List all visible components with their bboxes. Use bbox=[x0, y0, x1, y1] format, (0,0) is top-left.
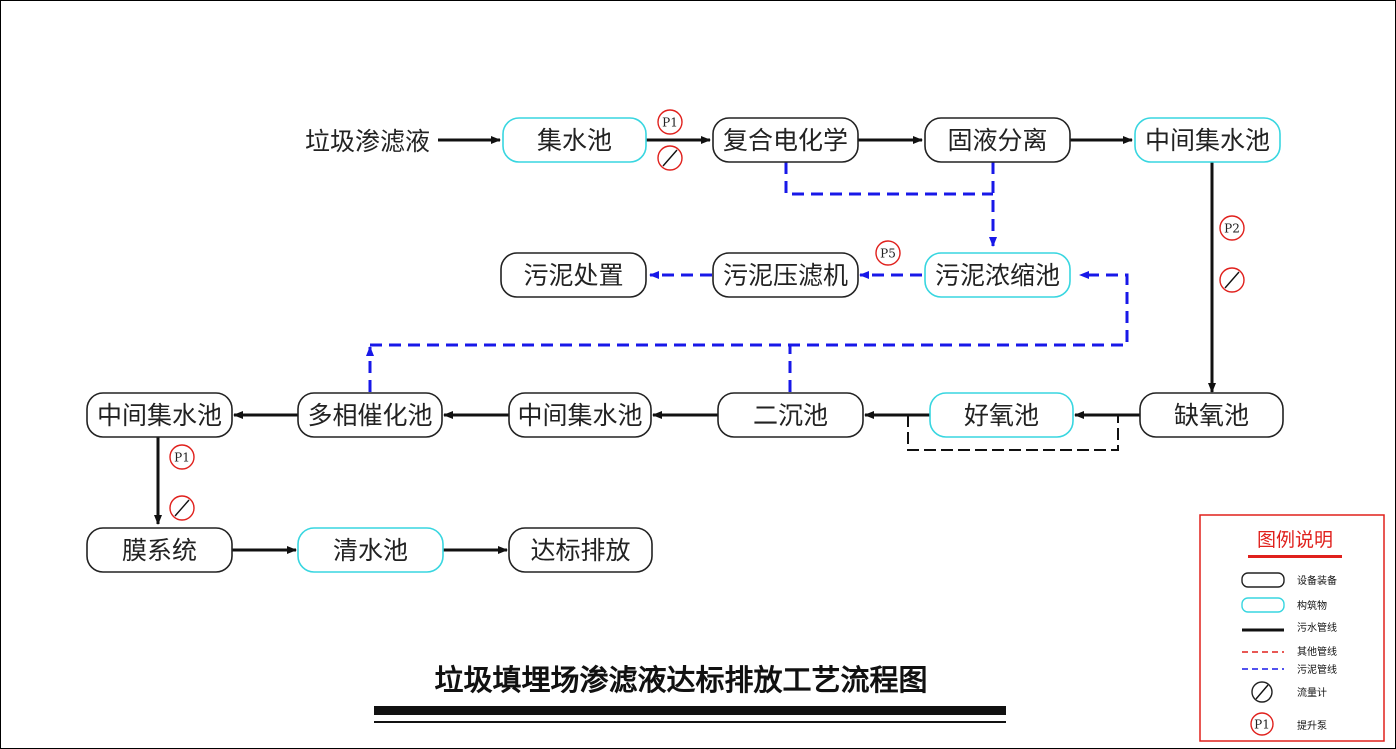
svg-text:污泥浓缩池: 污泥浓缩池 bbox=[935, 261, 1060, 290]
legend-item-other-line: 其他管线 bbox=[1242, 645, 1337, 658]
svg-text:设备装备: 设备装备 bbox=[1297, 574, 1337, 587]
svg-text:污水管线: 污水管线 bbox=[1297, 621, 1337, 634]
pump-p2: P2 bbox=[1219, 215, 1245, 241]
node-sludge-disposal: 污泥处置 bbox=[500, 252, 647, 298]
node-intermediate-tank-2: 中间集水池 bbox=[508, 392, 652, 438]
legend-item-structure: 构筑物 bbox=[1241, 597, 1327, 613]
pump-p1-left: P1 bbox=[169, 444, 195, 470]
title-underline-thin bbox=[374, 721, 1006, 723]
flowmeter-icon bbox=[657, 145, 683, 171]
svg-text:集水池: 集水池 bbox=[537, 126, 612, 155]
node-solid-liquid-separation: 固液分离 bbox=[924, 117, 1071, 163]
node-collect-tank: 集水池 bbox=[502, 117, 647, 163]
svg-text:污泥管线: 污泥管线 bbox=[1297, 663, 1337, 676]
aerobic-recirculation-line bbox=[907, 415, 1119, 451]
source-label: 垃圾渗滤液 bbox=[305, 127, 430, 156]
legend-item-equipment: 设备装备 bbox=[1241, 572, 1337, 588]
svg-text:构筑物: 构筑物 bbox=[1297, 599, 1327, 612]
flowmeter-icon bbox=[1219, 267, 1245, 293]
svg-text:固液分离: 固液分离 bbox=[947, 126, 1047, 155]
node-membrane-system: 膜系统 bbox=[86, 527, 233, 573]
sludge-electrochem-line bbox=[784, 162, 993, 196]
legend-item-pump: P1 提升泵 bbox=[1250, 712, 1327, 736]
svg-text:缺氧池: 缺氧池 bbox=[1174, 401, 1249, 430]
svg-text:中间集水池: 中间集水池 bbox=[1145, 126, 1270, 155]
svg-text:达标排放: 达标排放 bbox=[530, 536, 630, 565]
legend-title: 图例说明 bbox=[1257, 529, 1333, 551]
svg-text:P1: P1 bbox=[1254, 718, 1270, 732]
svg-text:P1: P1 bbox=[174, 451, 190, 465]
legend-item-sludge-line: 污泥管线 bbox=[1242, 663, 1337, 676]
node-intermediate-tank-3: 中间集水池 bbox=[86, 392, 233, 438]
node-sludge-filter-press: 污泥压滤机 bbox=[712, 252, 859, 298]
node-electrochemical: 复合电化学 bbox=[712, 117, 859, 163]
svg-text:复合电化学: 复合电化学 bbox=[723, 126, 848, 155]
legend-title-underline bbox=[1248, 555, 1342, 558]
svg-text:P5: P5 bbox=[880, 247, 896, 261]
node-aerobic-tank: 好氧池 bbox=[929, 392, 1074, 438]
node-compliant-discharge: 达标排放 bbox=[508, 527, 653, 573]
pump-p1-top: P1 bbox=[657, 109, 683, 135]
svg-text:污泥压滤机: 污泥压滤机 bbox=[723, 261, 848, 290]
svg-text:P1: P1 bbox=[662, 116, 678, 130]
svg-text:中间集水池: 中间集水池 bbox=[517, 401, 642, 430]
node-intermediate-tank-1: 中间集水池 bbox=[1134, 117, 1281, 163]
svg-text:提升泵: 提升泵 bbox=[1297, 720, 1327, 732]
svg-text:污泥处置: 污泥处置 bbox=[523, 261, 623, 290]
node-clean-water-tank: 清水池 bbox=[297, 527, 444, 573]
node-catalytic-tank: 多相催化池 bbox=[297, 392, 443, 438]
flowmeter-icon bbox=[169, 495, 195, 521]
svg-text:二沉池: 二沉池 bbox=[753, 401, 828, 430]
svg-text:好氧池: 好氧池 bbox=[964, 401, 1039, 430]
node-sludge-thickener: 污泥浓缩池 bbox=[924, 252, 1071, 298]
pump-p5: P5 bbox=[875, 240, 901, 266]
node-anoxic-tank: 缺氧池 bbox=[1139, 392, 1284, 438]
svg-text:流量计: 流量计 bbox=[1297, 686, 1327, 699]
svg-text:清水池: 清水池 bbox=[333, 536, 408, 565]
title-underline-thick bbox=[374, 706, 1006, 715]
legend-item-sewage-line: 污水管线 bbox=[1242, 621, 1337, 634]
svg-text:膜系统: 膜系统 bbox=[122, 536, 197, 565]
svg-text:P2: P2 bbox=[1224, 222, 1240, 236]
node-secondary-settler: 二沉池 bbox=[717, 392, 864, 438]
svg-text:中间集水池: 中间集水池 bbox=[97, 401, 222, 430]
legend-item-flowmeter: 流量计 bbox=[1251, 681, 1327, 703]
svg-text:其他管线: 其他管线 bbox=[1297, 645, 1337, 658]
legend: 图例说明 设备装备 构筑物 污水管线 其他管线 污泥管线 流量计 bbox=[1199, 514, 1385, 742]
diagram-title: 垃圾填埋场渗滤液达标排放工艺流程图 bbox=[434, 663, 927, 697]
svg-text:多相催化池: 多相催化池 bbox=[307, 401, 432, 430]
